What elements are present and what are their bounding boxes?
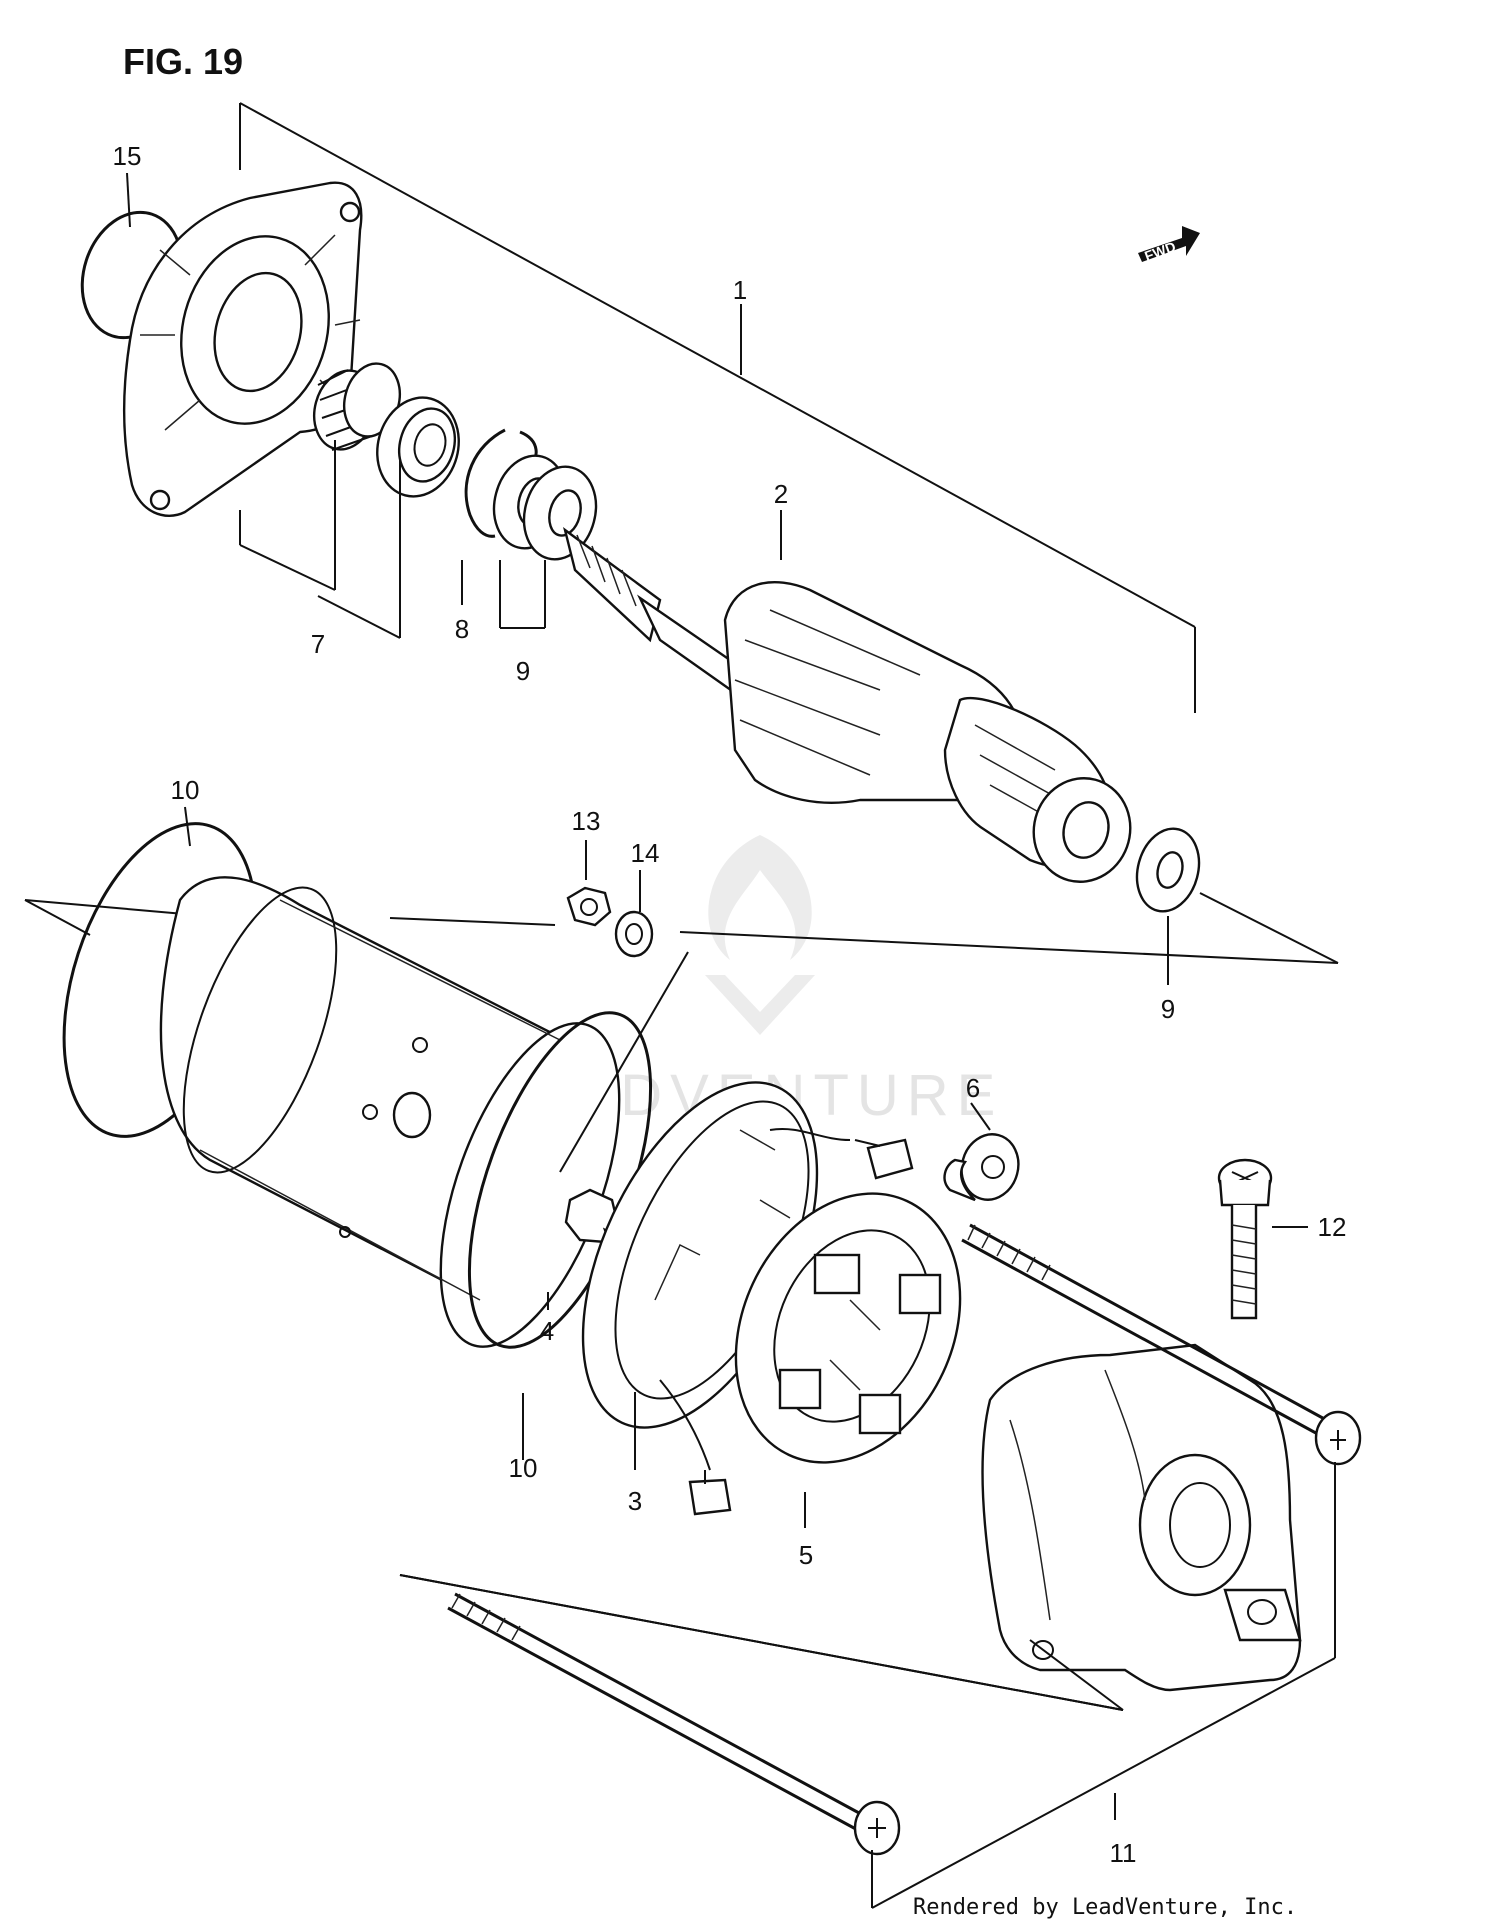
callout-labels: 1 2 3 4 5 6 7 8 9 9 10 10 11 12 13 14 15 (113, 141, 1347, 1868)
callout-14: 14 (631, 838, 660, 868)
brush-connector-upper (854, 1138, 914, 1180)
middle-leader-lines (24, 892, 1339, 964)
callout-7: 7 (311, 629, 325, 659)
bolt-12 (1217, 1158, 1273, 1320)
brush-plate-5 (734, 1192, 962, 1464)
render-credit: Rendered by LeadVenture, Inc. (913, 1895, 1297, 1920)
through-bolt-upper (961, 1223, 1362, 1466)
brush-spring-6 (943, 1133, 1020, 1202)
callout-11: 11 (1110, 1838, 1137, 1868)
pinion-gear (313, 362, 401, 451)
leader-14-to-terminal (559, 951, 689, 1173)
washer-9-lower (1135, 827, 1201, 913)
fwd-arrow-icon: FWD (1138, 226, 1200, 264)
washer-14 (614, 910, 654, 958)
callout-leader-lines (126, 172, 1308, 1528)
figure-title: FIG. 19 (123, 41, 243, 82)
nut-13 (566, 886, 612, 927)
callout-4: 4 (540, 1316, 554, 1346)
callout-5: 5 (799, 1540, 813, 1570)
bearing (376, 396, 460, 498)
callout-12: 12 (1318, 1212, 1347, 1242)
callout-15: 15 (113, 141, 142, 171)
callout-9-lower: 9 (1161, 994, 1175, 1024)
fwd-badge-label: FWD (1142, 238, 1177, 264)
assembly-bracket-1 (239, 102, 1196, 713)
callout-9-upper: 9 (516, 656, 530, 686)
front-housing-part (123, 181, 363, 517)
callout-1: 1 (733, 275, 747, 305)
rear-end-cover (981, 1343, 1302, 1692)
callout-8: 8 (455, 614, 469, 644)
callout-10-lower: 10 (509, 1453, 538, 1483)
callout-3: 3 (628, 1486, 642, 1516)
callout-10-upper: 10 (171, 775, 200, 805)
assembly-bracket-11 (399, 1462, 1336, 1909)
callout-13: 13 (572, 806, 601, 836)
armature-2 (563, 527, 1132, 883)
through-bolt-lower (447, 1592, 901, 1856)
callout-2: 2 (774, 479, 788, 509)
brush-connector-lower (688, 1470, 732, 1516)
callout-6: 6 (966, 1073, 980, 1103)
